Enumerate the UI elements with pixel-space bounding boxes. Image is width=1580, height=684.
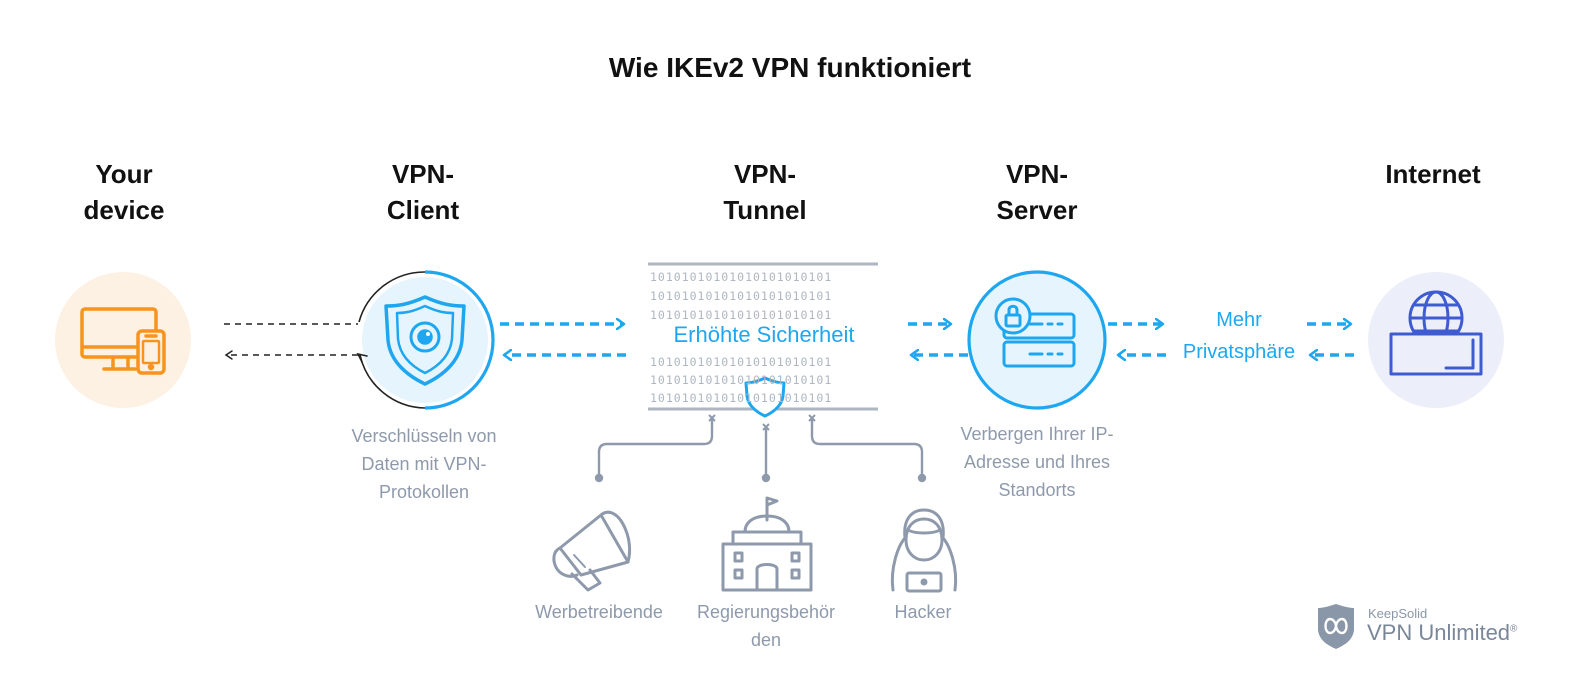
- vpn-client-node: [356, 270, 495, 410]
- tunnel-bits-row: 10101010101010101010101: [650, 270, 833, 284]
- brand-company: KeepSolid: [1368, 606, 1428, 621]
- threat-label-line: Werbetreibende: [535, 602, 663, 622]
- connector-dot: [594, 473, 604, 483]
- description-line: Daten mit VPN-: [361, 454, 487, 474]
- server-description: Verbergen Ihrer IP- Adresse und Ihres St…: [937, 420, 1137, 504]
- heading-vpn-server: VPN- Server: [927, 156, 1147, 228]
- tunnel-bits-row: 10101010101010101010101: [650, 289, 833, 303]
- privacy-line: Mehr: [1216, 309, 1262, 331]
- threat-label-government: Regierungsbehör den: [676, 598, 856, 654]
- tunnel-bits-row: 10101010101010101010101: [650, 355, 833, 369]
- threat-label-advertisers: Werbetreibende: [509, 598, 689, 626]
- threat-connectors: [594, 414, 927, 483]
- connector-hacker: [808, 414, 924, 478]
- shield-eye-icon: [384, 295, 466, 386]
- client-ring-black-upper: [358, 271, 426, 323]
- connector-dot: [917, 473, 927, 483]
- heading-line: VPN-: [733, 159, 797, 189]
- description-line: Verbergen Ihrer IP-: [960, 424, 1114, 444]
- heading-line: Your: [95, 159, 153, 189]
- client-description: Verschlüsseln von Daten mit VPN- Protoko…: [324, 422, 524, 506]
- vpn-tunnel: [648, 262, 878, 418]
- threat-label-line: den: [750, 630, 782, 650]
- heading-line: Tunnel: [723, 195, 807, 225]
- hacker-icon: [890, 508, 958, 593]
- client-ring-black-lower: [359, 354, 426, 409]
- threat-label-line: Hacker: [894, 602, 952, 622]
- heading-line: Client: [386, 195, 460, 225]
- government-building-icon: [721, 496, 813, 592]
- server-circle: [967, 270, 1107, 410]
- tunnel-label: Erhöhte Sicherheit: [648, 320, 880, 350]
- keepsolid-logo-icon: [1318, 604, 1354, 649]
- globe-www-icon: [1389, 290, 1483, 376]
- device-node: [55, 272, 191, 408]
- privacy-label: Mehr Privatsphäre: [1169, 304, 1309, 368]
- description-line: Adresse und Ihres: [963, 452, 1111, 472]
- client-cycle-arrowhead: [356, 352, 368, 363]
- connector-dot: [761, 473, 771, 483]
- internet-node: [1368, 272, 1504, 408]
- heading-vpn-client: VPN- Client: [313, 156, 533, 228]
- description-line: Standorts: [998, 480, 1076, 500]
- tunnel-bits-row: 10101010101010101010101: [650, 308, 833, 322]
- brand-product-name: VPN Unlimited: [1367, 620, 1511, 645]
- threat-label-line: Regierungsbehör: [696, 602, 836, 622]
- computer-phone-icon: [80, 307, 166, 375]
- heading-internet: Internet: [1323, 156, 1543, 192]
- tunnel-bits-row: 10101010101010101010101: [650, 391, 833, 405]
- tunnel-shield-icon: [744, 376, 786, 418]
- heading-line: VPN-: [1005, 159, 1069, 189]
- vpn-server-node: [967, 270, 1107, 410]
- megaphone-icon: [552, 510, 632, 592]
- heading-line: Server: [996, 195, 1078, 225]
- connector-advertisers: [597, 414, 716, 478]
- server-lock-icon: [994, 297, 1076, 368]
- description-line: Verschlüsseln von: [351, 426, 497, 446]
- heading-line: device: [83, 195, 165, 225]
- privacy-line: Privatsphäre: [1182, 341, 1296, 363]
- diagram-title: Wie IKEv2 VPN funktioniert: [608, 52, 972, 83]
- heading-line: Internet: [1385, 159, 1481, 189]
- brand-registered-mark: ®: [1510, 623, 1518, 635]
- heading-vpn-tunnel: VPN- Tunnel: [655, 156, 875, 228]
- tunnel-bits-row: 10101010101010101010101: [650, 373, 833, 387]
- heading-line: VPN-: [391, 159, 455, 189]
- client-ring-blue: [424, 270, 495, 410]
- description-line: Protokollen: [378, 482, 470, 502]
- device-circle-bg: [55, 272, 191, 408]
- brand-product: VPN Unlimited®: [1367, 620, 1517, 646]
- threat-label-hacker: Hacker: [833, 598, 1013, 626]
- heading-your-device: Your device: [14, 156, 234, 228]
